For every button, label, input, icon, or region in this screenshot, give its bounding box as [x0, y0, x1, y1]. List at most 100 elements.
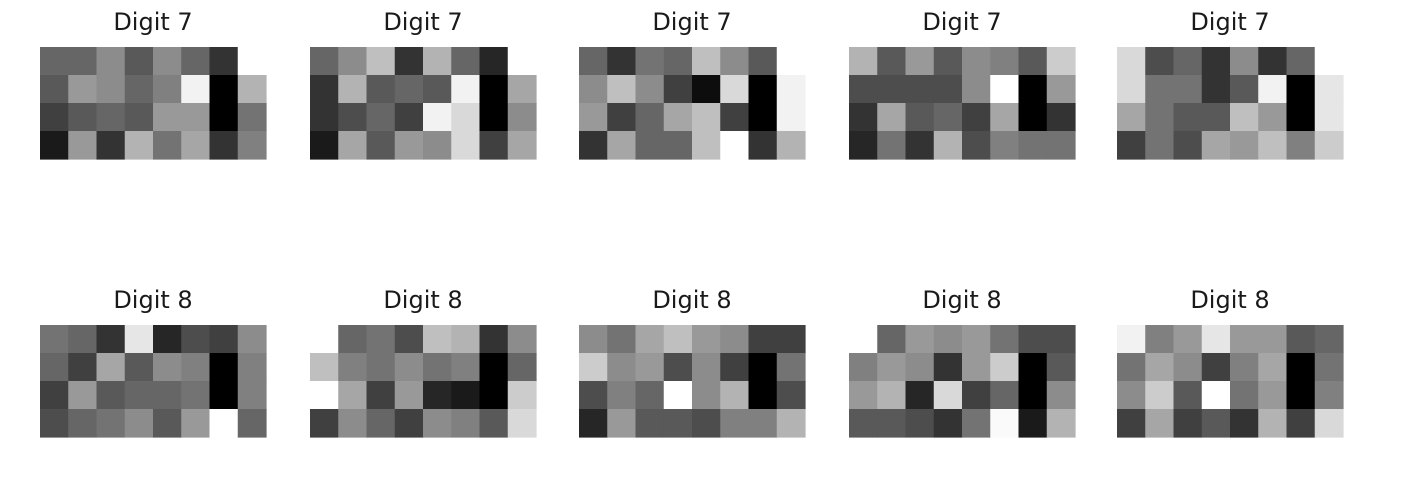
- heatmap-cell: [338, 381, 368, 410]
- heatmap-cell: [635, 353, 665, 382]
- heatmap-cell: [776, 381, 806, 410]
- heatmap-cell: [237, 409, 267, 438]
- heatmap-cell: [479, 131, 509, 160]
- heatmap-cell: [209, 75, 239, 104]
- heatmap-cell: [663, 353, 693, 382]
- heatmap-cell: [607, 131, 637, 160]
- heatmap-cell: [237, 47, 267, 76]
- heatmap-cell: [507, 353, 537, 382]
- heatmap-cell: [607, 381, 637, 410]
- heatmap-cell: [153, 47, 182, 76]
- heatmap-cell: [237, 131, 267, 160]
- heatmap-cell: [877, 131, 907, 160]
- heatmap-cell: [181, 103, 211, 132]
- heatmap-cell: [1201, 381, 1231, 410]
- heatmap-cell: [1230, 381, 1259, 410]
- heatmap-cell: [1145, 381, 1175, 410]
- heatmap-cell: [310, 75, 339, 104]
- heatmap-cell: [153, 103, 182, 132]
- heatmap-cell: [310, 353, 339, 382]
- heatmap-cell: [663, 103, 693, 132]
- heatmap-cell: [1173, 47, 1203, 76]
- heatmap-cell: [1018, 409, 1048, 438]
- heatmap-cell: [990, 75, 1020, 104]
- heatmap-cell: [1286, 409, 1316, 438]
- heatmap-cell: [394, 325, 424, 354]
- heatmap-cell: [96, 381, 126, 410]
- heatmap-cell: [1230, 75, 1259, 104]
- heatmap-cell: [209, 353, 239, 382]
- heatmap-cell: [451, 409, 481, 438]
- heatmap-cell: [209, 131, 239, 160]
- heatmap-cell: [310, 47, 339, 76]
- heatmap-cell: [366, 75, 396, 104]
- heatmap-cell: [479, 409, 509, 438]
- heatmap-cell: [394, 353, 424, 382]
- heatmap-cell: [1201, 409, 1231, 438]
- heatmap-cell: [1173, 353, 1203, 382]
- heatmap-cell: [310, 325, 339, 354]
- heatmap-cell: [507, 381, 537, 410]
- heatmap-cell: [720, 103, 750, 132]
- panel-title: Digit 7: [922, 8, 1002, 36]
- heatmap-cell: [692, 409, 721, 438]
- heatmap-cell: [124, 381, 154, 410]
- heatmap-cell: [933, 131, 963, 160]
- heatmap-cell: [423, 47, 452, 76]
- panel-title: Digit 8: [113, 286, 193, 314]
- heatmap-cell: [1145, 47, 1175, 76]
- heatmap-cell: [1117, 381, 1146, 410]
- heatmap-cell: [1046, 353, 1076, 382]
- heatmap-cell: [1201, 75, 1231, 104]
- heatmap-cell: [68, 131, 98, 160]
- heatmap-cell: [579, 353, 608, 382]
- heatmap-cell: [68, 103, 98, 132]
- heatmap-cell: [933, 381, 963, 410]
- heatmap-cell: [579, 47, 608, 76]
- heatmap-cell: [905, 75, 935, 104]
- heatmap-cell: [607, 103, 637, 132]
- heatmap-cell: [209, 325, 239, 354]
- heatmap-cell: [905, 131, 935, 160]
- heatmap-cell: [1173, 75, 1203, 104]
- heatmap-cell: [68, 47, 98, 76]
- heatmap-cell: [663, 131, 693, 160]
- heatmap-cell: [692, 75, 721, 104]
- heatmap-panel: [40, 325, 267, 438]
- heatmap-cell: [933, 47, 963, 76]
- heatmap-cell: [209, 47, 239, 76]
- heatmap-cell: [1286, 325, 1316, 354]
- heatmap-cell: [776, 131, 806, 160]
- heatmap-cell: [962, 325, 991, 354]
- heatmap-cell: [68, 409, 98, 438]
- heatmap-cell: [209, 409, 239, 438]
- heatmap-cell: [153, 381, 182, 410]
- heatmap-cell: [776, 47, 806, 76]
- heatmap-cell: [394, 409, 424, 438]
- heatmap-cell: [1314, 131, 1344, 160]
- heatmap-cell: [451, 325, 481, 354]
- heatmap-cell: [776, 409, 806, 438]
- heatmap-cell: [124, 103, 154, 132]
- heatmap-cell: [692, 325, 721, 354]
- heatmap-cell: [635, 131, 665, 160]
- heatmap-cell: [366, 325, 396, 354]
- panel-title: Digit 7: [383, 8, 463, 36]
- heatmap-cell: [96, 75, 126, 104]
- heatmap-cell: [451, 47, 481, 76]
- heatmap-cell: [1145, 75, 1175, 104]
- heatmap-cell: [366, 47, 396, 76]
- heatmap-cell: [209, 103, 239, 132]
- heatmap-cell: [1286, 131, 1316, 160]
- heatmap-cell: [1258, 103, 1288, 132]
- heatmap-cell: [1258, 353, 1288, 382]
- heatmap-cell: [338, 75, 368, 104]
- heatmap-cell: [1173, 325, 1203, 354]
- heatmap-cell: [579, 409, 608, 438]
- heatmap-cell: [1314, 409, 1344, 438]
- heatmap-cell: [366, 409, 396, 438]
- heatmap-cell: [962, 47, 991, 76]
- heatmap-cell: [849, 353, 878, 382]
- heatmap-cell: [905, 409, 935, 438]
